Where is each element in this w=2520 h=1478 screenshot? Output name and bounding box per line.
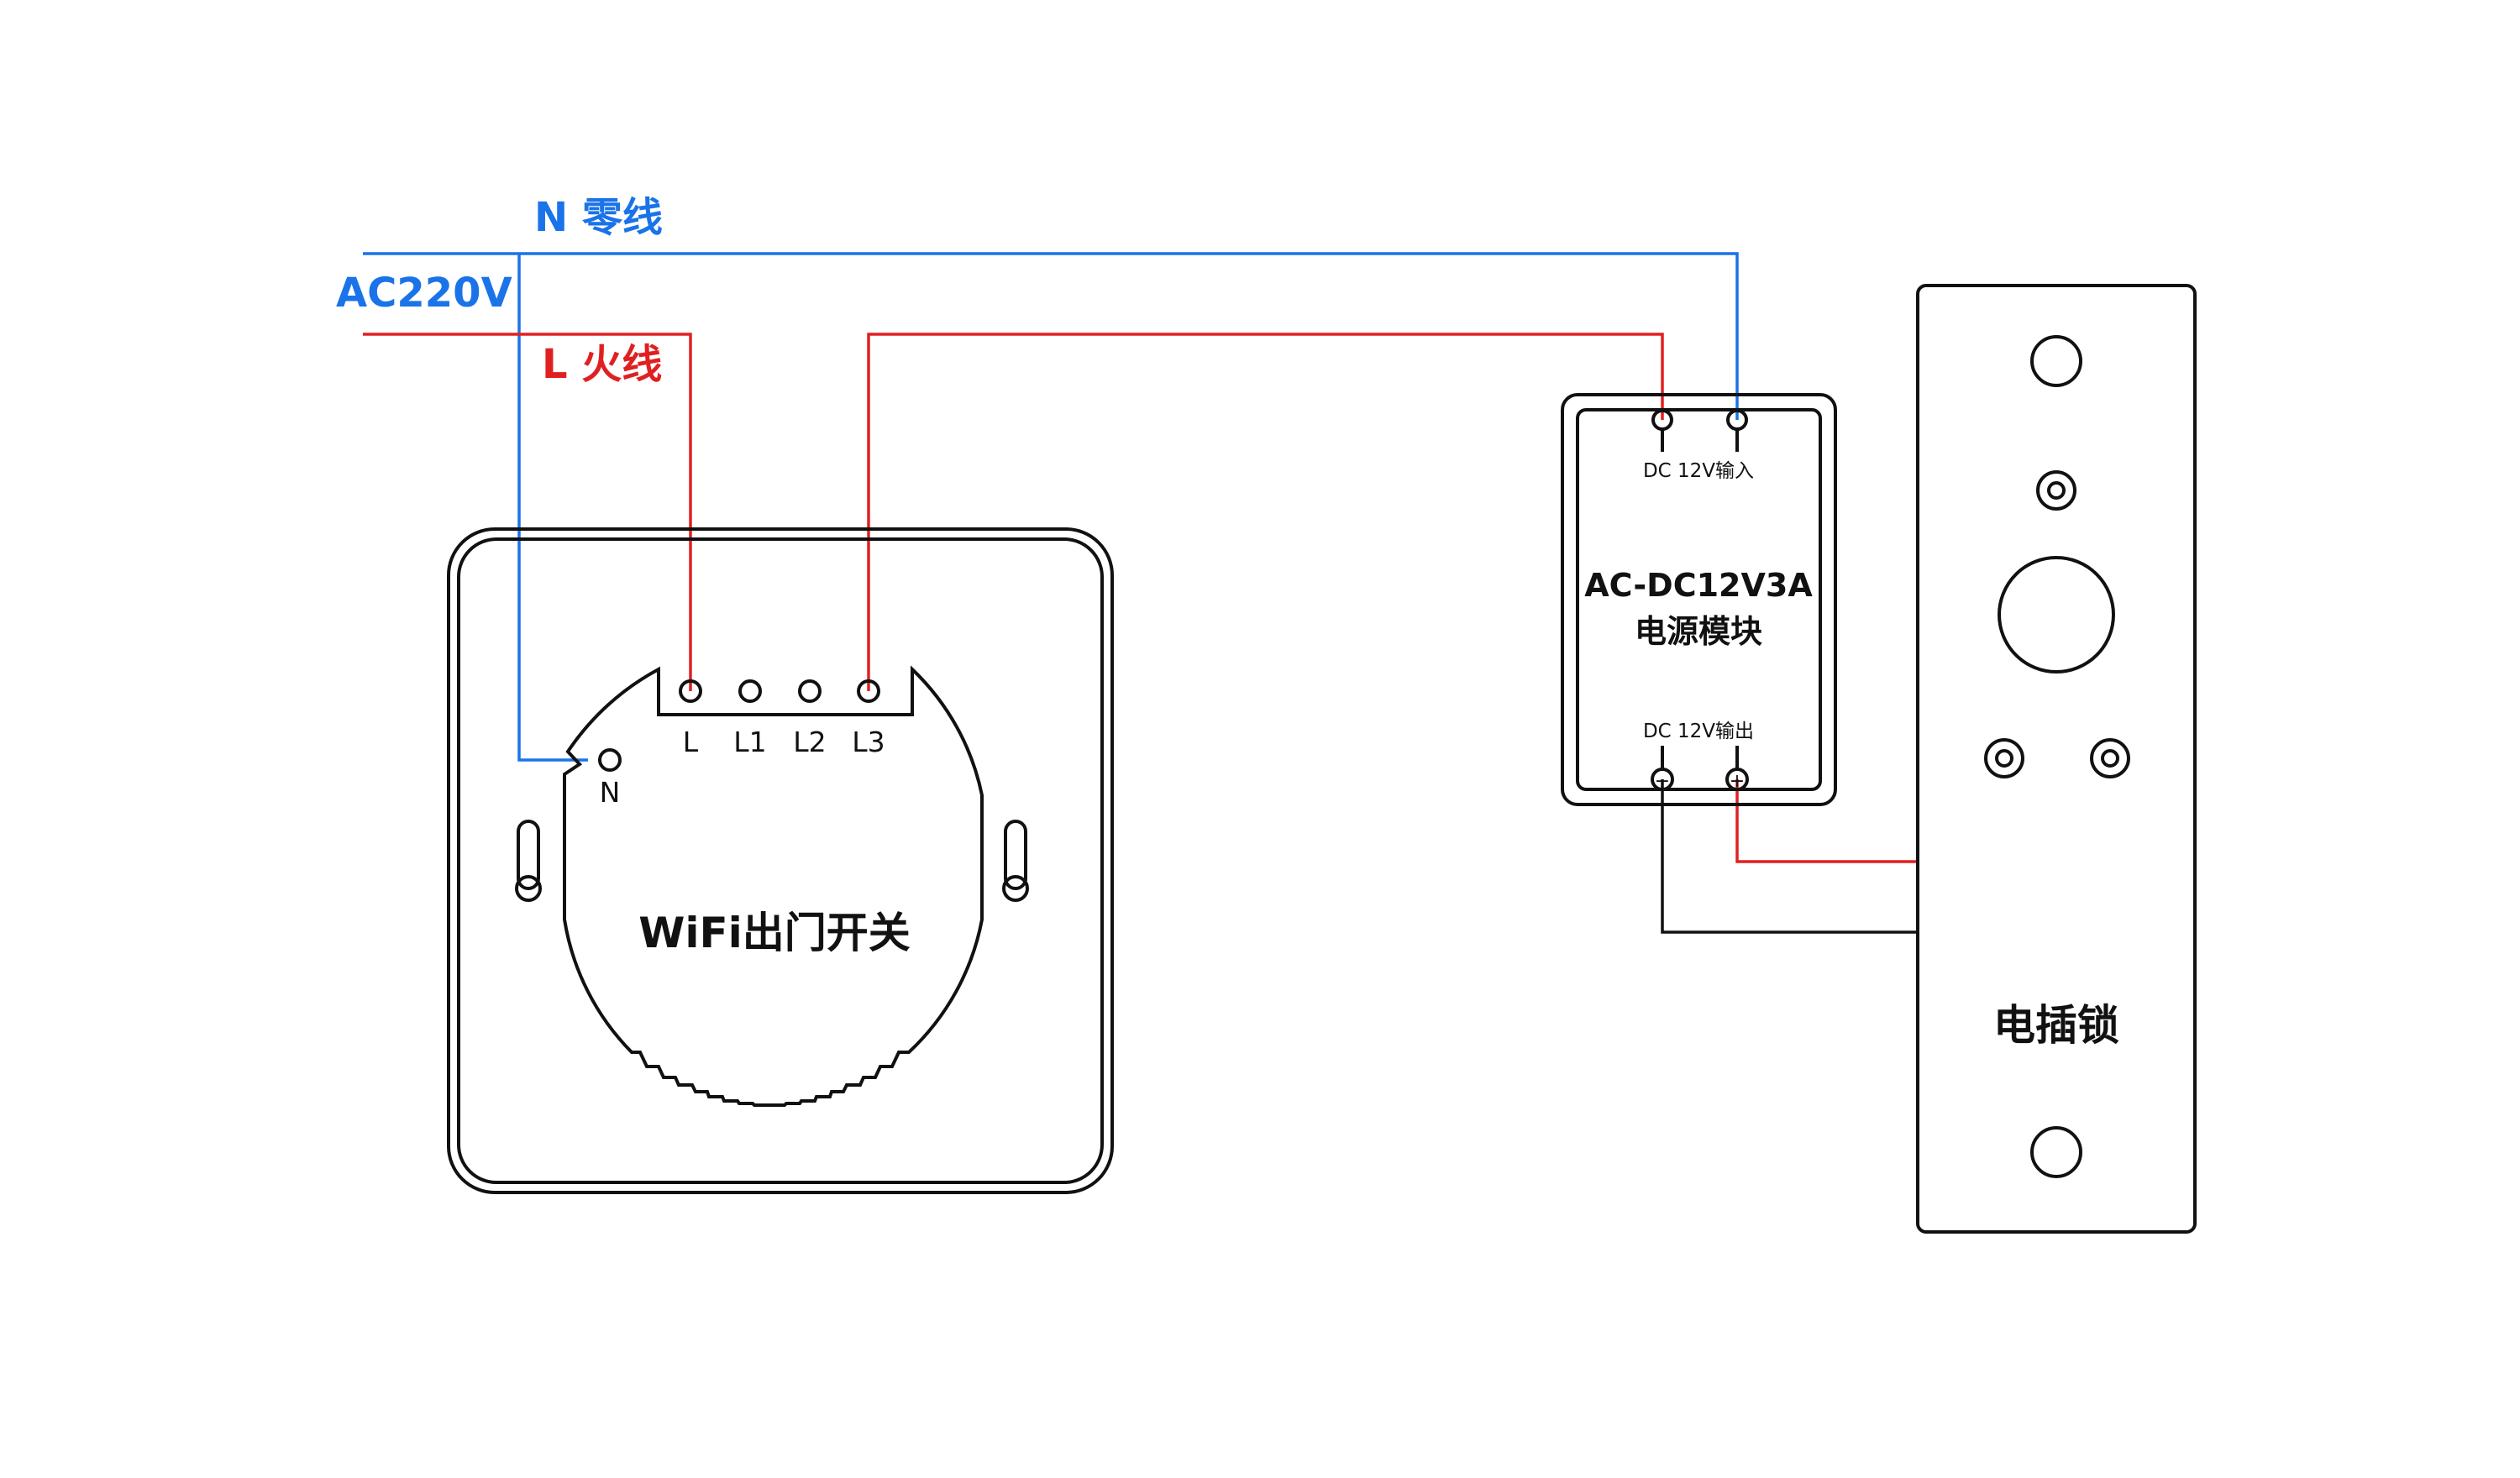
module-name: 电源模块: [1635, 613, 1762, 650]
terminal-l3-screw: [857, 679, 880, 703]
live-wire-label: L 火线: [542, 341, 662, 388]
terminal-l3-label: L3: [852, 726, 885, 758]
positive-symbol: +: [1730, 771, 1745, 792]
right-mounting-slot: [1002, 820, 1029, 902]
dc-positive-wire: [1735, 779, 1918, 863]
wifi-switch: L L1 L2 L3 N WiFi出门开关: [447, 527, 1114, 1194]
lock-upper-screw: [2036, 470, 2076, 511]
lock-top-screw-hole: [2030, 335, 2082, 387]
module-model: AC-DC12V3A: [1584, 567, 1813, 604]
terminal-l-label: L: [683, 726, 699, 758]
module-output-positive: [1725, 768, 1749, 791]
lock-bolt-hole: [1998, 556, 2115, 673]
ac-voltage-label: AC220V: [336, 270, 512, 317]
lock-title: 电插锁: [1993, 1001, 2119, 1050]
lock-bottom-screw-hole: [2030, 1126, 2082, 1178]
terminal-l1-screw: [738, 679, 762, 703]
module-input-label: DC 12V输入: [1643, 460, 1754, 482]
dc-negative-wire: [1661, 779, 1918, 934]
switch-outer-frame: [447, 527, 1114, 1194]
lock-left-screw: [1984, 738, 2024, 778]
lock-body: [1916, 284, 2197, 1234]
power-module: DC 12V输入 AC-DC12V3A 电源模块 DC 12V输出 − +: [1561, 393, 1837, 806]
module-inner-frame: [1576, 408, 1822, 791]
neutral-wire: [363, 252, 1739, 762]
switched-live-wire: [867, 333, 1664, 691]
terminal-n-label: N: [600, 776, 621, 809]
lock-right-screw: [2090, 738, 2130, 778]
negative-symbol: −: [1655, 771, 1670, 792]
left-mounting-slot: [515, 820, 542, 902]
terminal-l2-screw: [798, 679, 822, 703]
terminal-l2-label: L2: [793, 726, 826, 758]
live-wire: [363, 333, 692, 691]
switch-module-body: [563, 665, 984, 1107]
terminal-l1-label: L1: [733, 726, 766, 758]
module-output-negative: [1651, 768, 1674, 791]
electric-lock: 电插锁: [1916, 284, 2197, 1234]
terminal-l-screw: [679, 679, 702, 703]
switch-title: WiFi出门开关: [638, 909, 911, 957]
module-output-label: DC 12V输出: [1643, 721, 1754, 742]
terminal-n-screw: [598, 748, 622, 772]
switch-inner-frame: [457, 537, 1104, 1184]
neutral-wire-label: N 零线: [534, 194, 663, 241]
module-outer-frame: [1561, 393, 1837, 806]
